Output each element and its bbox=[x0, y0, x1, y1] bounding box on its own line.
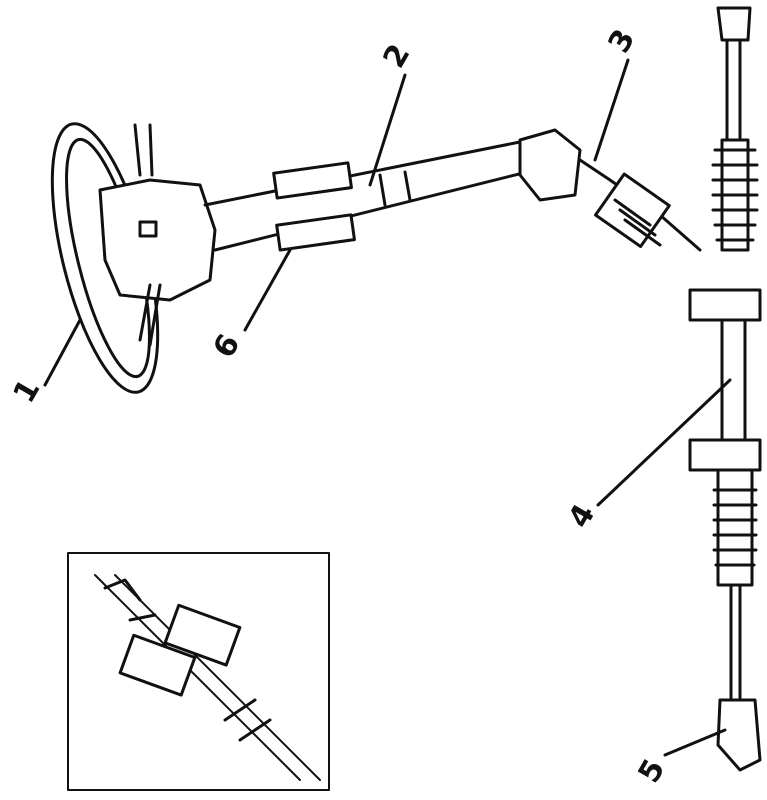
label-4: 4 bbox=[562, 498, 603, 534]
leader-line-1 bbox=[43, 318, 82, 387]
leader-line-2 bbox=[368, 73, 407, 187]
leader-line-6 bbox=[243, 248, 292, 332]
detail-inset bbox=[67, 552, 330, 791]
label-3: 3 bbox=[602, 23, 643, 59]
label-2: 2 bbox=[377, 38, 418, 74]
steering-rack bbox=[688, 6, 762, 772]
label-6: 6 bbox=[207, 328, 248, 364]
label-5: 5 bbox=[632, 753, 673, 789]
steering-column bbox=[203, 128, 582, 252]
universal-joint bbox=[578, 158, 702, 252]
leader-line-3 bbox=[593, 58, 630, 162]
leader-line-5 bbox=[663, 728, 727, 757]
steering-wheel bbox=[50, 122, 217, 394]
label-1: 1 bbox=[7, 373, 48, 409]
leader-line-4 bbox=[596, 378, 732, 507]
